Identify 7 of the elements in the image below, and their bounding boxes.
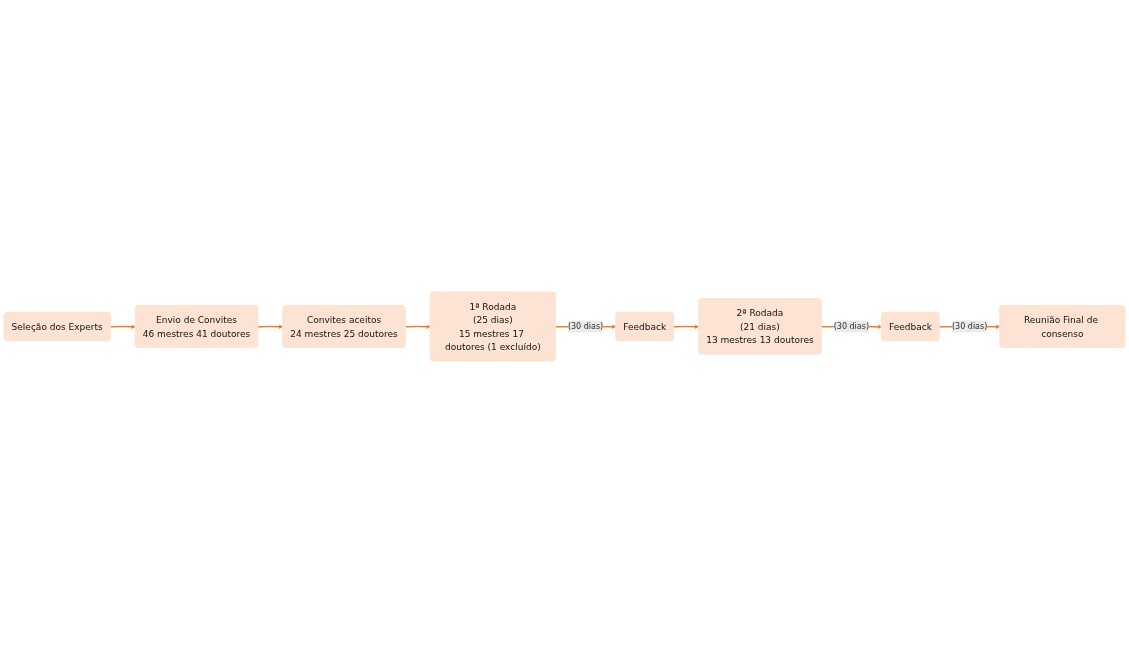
edge-label: (30 dias) (951, 321, 988, 331)
edge-label: (30 dias) (833, 321, 870, 331)
arrow (404, 324, 431, 329)
edge-label: (30 dias) (567, 321, 604, 331)
arrow (257, 324, 284, 329)
arrow (109, 324, 136, 329)
arrow (673, 324, 700, 329)
